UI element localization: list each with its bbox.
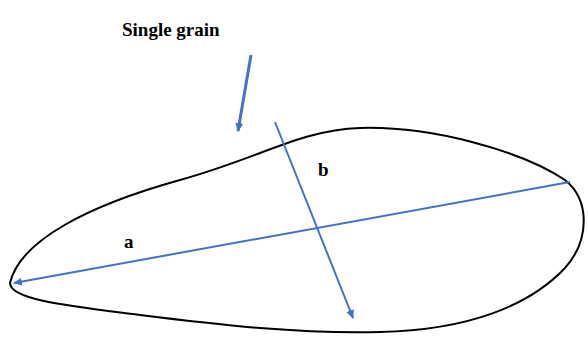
pointer-arrow [238, 55, 251, 131]
axis-label: b [318, 160, 329, 181]
callout-title: Single grain [122, 20, 220, 41]
axis-a [14, 182, 570, 283]
grain-outline [10, 128, 584, 332]
axis-b [275, 122, 353, 318]
axis-label: a [124, 232, 134, 253]
